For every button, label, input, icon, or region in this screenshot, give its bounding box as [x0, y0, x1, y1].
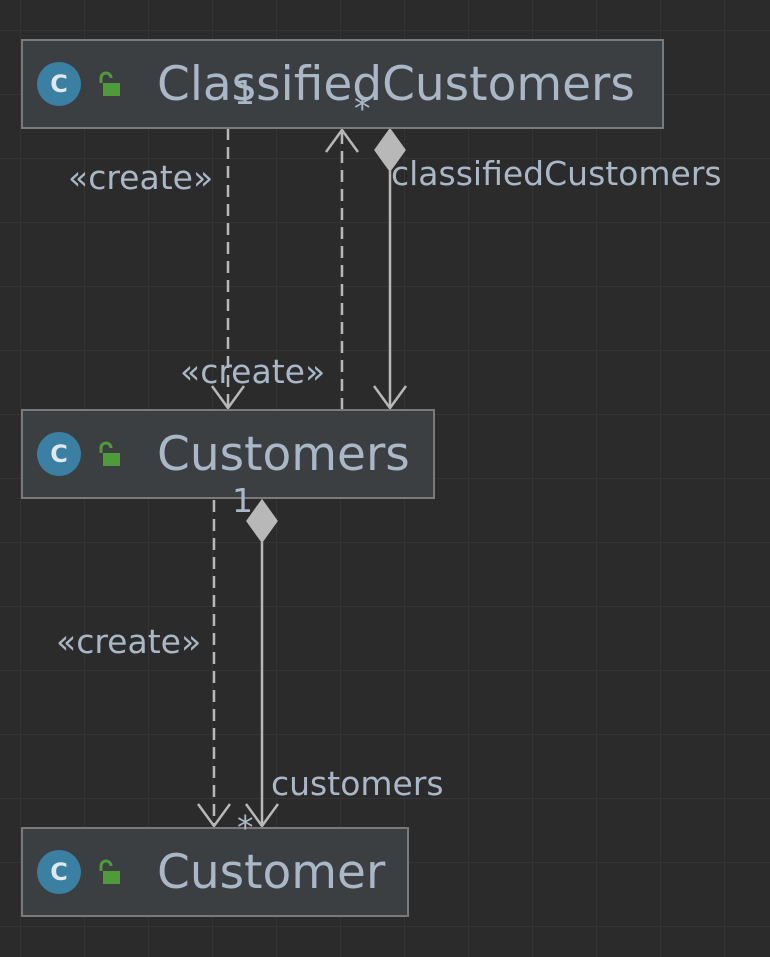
class-customers[interactable]: C Customers: [21, 409, 435, 499]
class-c-icon: C: [37, 850, 81, 894]
create-label-customers-to-customer: «create»: [56, 622, 202, 661]
public-unlock-icon: [99, 859, 120, 884]
create-dependency-cc-to-customers[interactable]: [210, 128, 246, 411]
composition-customers-customer[interactable]: [244, 498, 280, 829]
role-label-classified-customers: classifiedCustomers: [391, 154, 722, 193]
composition-cc-customers[interactable]: [372, 127, 408, 411]
target-multiplicity-label: *: [354, 89, 371, 128]
create-label-cc-to-customers: «create»: [68, 158, 214, 197]
role-label-customers: customers: [271, 764, 444, 803]
class-c-icon: C: [37, 432, 81, 476]
create-label-customers-to-cc: «create»: [180, 352, 326, 391]
public-unlock-icon: [99, 71, 120, 96]
create-dependency-customers-to-cc[interactable]: [324, 127, 360, 410]
class-customer[interactable]: C Customer: [21, 827, 409, 917]
class-name: Customer: [157, 844, 386, 900]
source-multiplicity-label: 1: [232, 481, 253, 520]
class-classified-customers[interactable]: C ClassifiedCustomers: [21, 39, 664, 129]
class-name: Customers: [157, 426, 410, 482]
target-multiplicity-label: *: [237, 808, 254, 847]
create-dependency-customers-to-customer[interactable]: [196, 500, 232, 829]
public-unlock-icon: [99, 441, 120, 466]
source-multiplicity-label: 1: [234, 73, 255, 112]
class-name: ClassifiedCustomers: [157, 56, 635, 112]
class-c-icon: C: [37, 62, 81, 106]
